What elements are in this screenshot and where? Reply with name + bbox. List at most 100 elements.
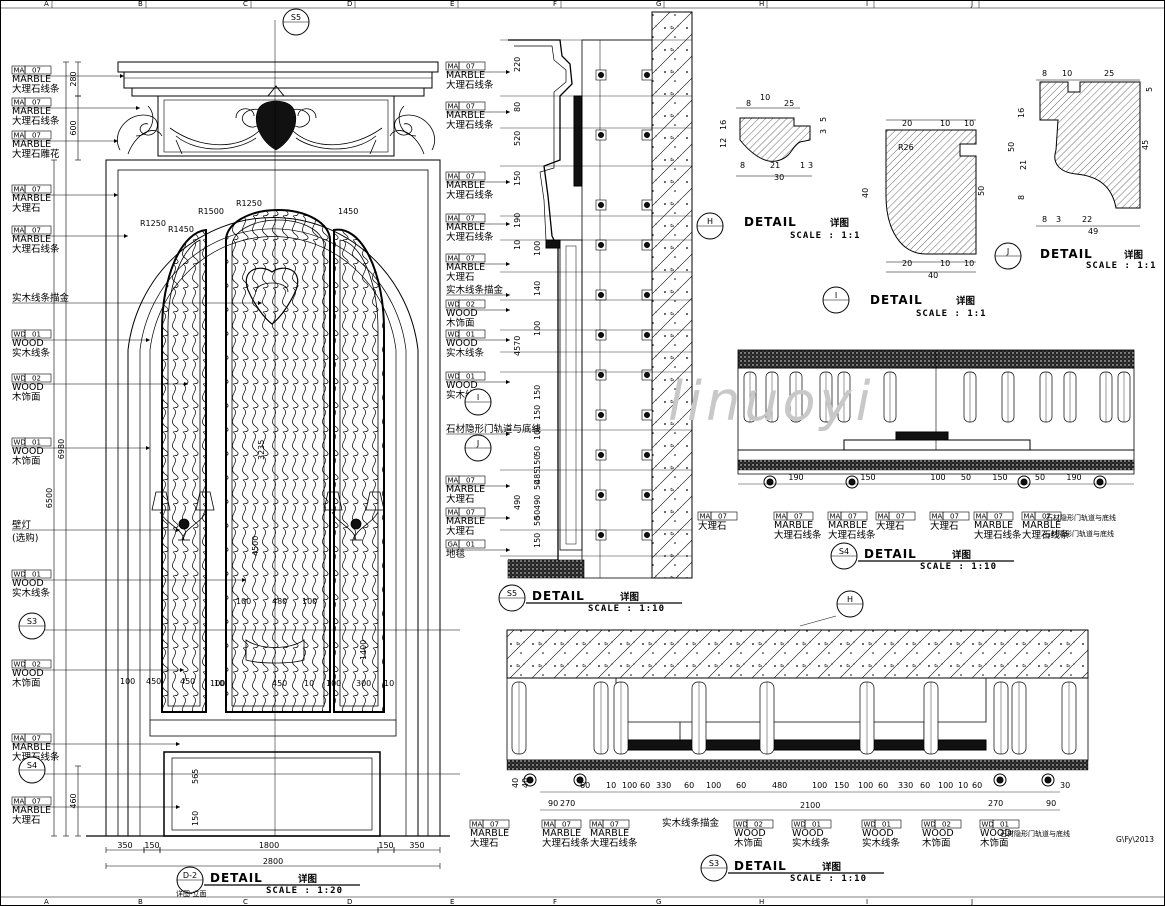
dimension-horizontal: 60 (878, 781, 888, 790)
dimension-inner: 1450 (338, 207, 358, 216)
grid-letter: I (866, 0, 868, 8)
dimension: 10 (940, 119, 950, 128)
material-name-cn: 地毯 (446, 548, 466, 560)
dimension-vertical: 190 (513, 213, 522, 228)
material-name-cn: 木饰面 (12, 455, 41, 467)
dimension-horizontal: 90 (1046, 799, 1056, 808)
dimension: 8 (740, 161, 745, 170)
material-code: MA (830, 513, 841, 521)
material-name-cn: 大理石线条 (12, 243, 60, 255)
section-note: 石材隐形门轨道与底线 (1044, 529, 1114, 538)
dimension: 3 (819, 129, 828, 134)
detail-h (739, 117, 811, 162)
material-name-cn: 大理石 (12, 202, 41, 214)
material-code: WD (14, 331, 26, 339)
material-name-cn: 大理石线条 (542, 837, 590, 849)
dimension-horizontal: 350 (409, 841, 424, 850)
material-name-en: WOOD (922, 828, 954, 839)
fixing-bolts (743, 371, 1131, 489)
material-name-en: MARBLE (446, 516, 485, 527)
grid-letter: H (759, 0, 764, 8)
file-reference: G\Fy\2013 (1116, 835, 1154, 844)
material-name-en: MARBLE (446, 484, 485, 495)
detail-callout-h: H (836, 590, 864, 618)
dimension-inner: 450 (180, 677, 195, 686)
material-name-cn: 大理石线条 (12, 83, 60, 95)
detail-callout-h: H (696, 212, 724, 240)
material-name-cn: 大理石 (876, 520, 905, 532)
dimension: 20 (902, 259, 912, 268)
dimension: 21 (770, 161, 780, 170)
dimension-inner: 100 (120, 677, 135, 686)
callout-label: D-2 (183, 871, 197, 880)
dimension-vertical: 50 (533, 510, 542, 520)
detail-title: DETAIL (734, 859, 787, 873)
material-number: 07 (848, 513, 857, 521)
dimension-vertical: 490 (533, 495, 542, 510)
material-name-cn: 大理石线条 (446, 79, 494, 91)
dimension: 20 (902, 119, 912, 128)
material-name-en: MARBLE (12, 805, 51, 816)
dimension-inner: R1250 (140, 219, 166, 228)
dimension-horizontal: 100 (938, 781, 953, 790)
dimension-vertical: 100 (533, 425, 542, 440)
material-name-en: WOOD (446, 308, 478, 319)
material-code: MA (14, 99, 25, 107)
dimension-vertical: 485 (533, 469, 542, 484)
grid-letter: B (138, 0, 143, 8)
dimension-horizontal: 150 (834, 781, 849, 790)
material-name-cn: 大理石线条 (12, 115, 60, 127)
material-code: WD (448, 301, 460, 309)
dimension-horizontal: 100 (706, 781, 721, 790)
dimension-inner: 10 (304, 679, 314, 688)
grid-letter: A (44, 898, 49, 906)
dimension: 10 (760, 93, 770, 102)
section-label: 实木线条描金 (662, 817, 720, 829)
dimension: 10 (1062, 69, 1072, 78)
dimension-inner: R1500 (198, 207, 224, 216)
grid-letter: H (759, 898, 764, 906)
material-code: MA (1024, 513, 1035, 521)
material-code: GA (448, 541, 458, 549)
material-name-en: WOOD (734, 828, 766, 839)
fixing-bolts (595, 69, 653, 541)
material-name-en: WOOD (862, 828, 894, 839)
dimension-inner: R1250 (236, 199, 262, 208)
dimension-vertical: 4570 (513, 336, 522, 356)
dimension-vertical: 520 (513, 131, 522, 146)
material-name-cn: 大理石 (930, 520, 959, 532)
dimension-vertical: 280 (69, 71, 78, 86)
material-code: MA (472, 821, 483, 829)
wall-sconce-right (323, 491, 385, 541)
grid-letter: F (553, 898, 557, 906)
section-note: 石材隐形门轨道与底线 (1046, 513, 1116, 522)
material-name-en: MARBLE (590, 828, 629, 839)
material-number: 07 (466, 103, 475, 111)
section-callout-s3: S3 (18, 612, 46, 640)
section-s5 (500, 11, 693, 579)
dimension-horizontal: 90 (548, 799, 558, 808)
dimension-inner: 3235 (257, 440, 266, 460)
dimension-vertical: 100 (533, 321, 542, 336)
material-code: MA (448, 509, 459, 517)
material-number: 07 (466, 477, 475, 485)
material-name-en: MARBLE (446, 70, 485, 81)
dimension-horizontal: 50 (961, 473, 971, 482)
material-name-cn: 大理石线条 (446, 231, 494, 243)
dimension-horizontal: 330 (656, 781, 671, 790)
material-code: MA (700, 513, 711, 521)
material-name-cn: 大理石线条 (446, 119, 494, 131)
detail-title-cn: 详图 (956, 295, 975, 307)
material-name-cn: 木饰面 (980, 837, 1009, 849)
